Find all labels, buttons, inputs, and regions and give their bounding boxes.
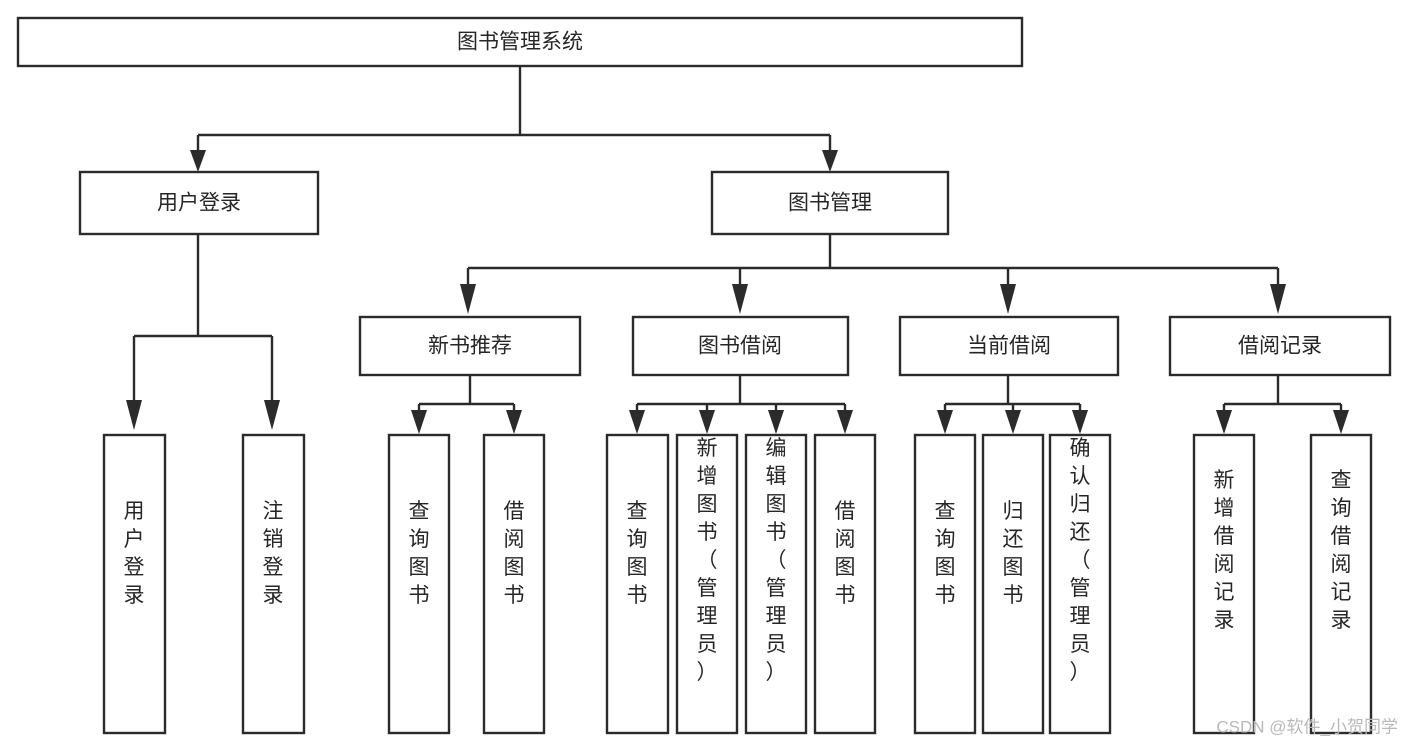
node-box-shape bbox=[675, 433, 739, 735]
node-box-shape bbox=[16, 16, 1024, 68]
node-current-borrow[interactable]: 当前借阅 bbox=[898, 315, 1120, 377]
node-leaf-query-book-rec[interactable]: 查询图书 bbox=[387, 433, 451, 735]
node-book-borrow[interactable]: 图书借阅 bbox=[631, 315, 850, 377]
node-box-shape bbox=[631, 315, 850, 377]
node-box-shape bbox=[482, 433, 546, 735]
arrow-head-icon bbox=[1333, 410, 1349, 434]
node-box-shape bbox=[78, 170, 320, 236]
node-box-shape bbox=[1048, 433, 1112, 735]
node-leaf-query-book-current[interactable]: 查询图书 bbox=[913, 433, 977, 735]
arrow-head-icon bbox=[768, 410, 784, 434]
node-label: 借阅记录 bbox=[1238, 335, 1322, 358]
arrow-head-icon bbox=[190, 150, 206, 172]
node-label: 编辑图书（管理员） bbox=[766, 437, 787, 684]
node-root-book-management-system[interactable]: 图书管理系统 bbox=[16, 16, 1024, 68]
node-box-shape bbox=[813, 433, 877, 735]
node-label: 借阅图书 bbox=[504, 500, 525, 607]
connector-borrowrecord-to-leaves bbox=[1216, 376, 1349, 434]
node-box-shape bbox=[102, 433, 167, 735]
node-book-management[interactable]: 图书管理 bbox=[710, 170, 950, 236]
node-leaf-confirm-return-admin[interactable]: 确认归还（管理员） bbox=[1048, 433, 1112, 735]
connector-root-to-level1 bbox=[190, 66, 838, 172]
arrow-head-icon bbox=[1000, 284, 1016, 314]
node-label: 注销登录 bbox=[263, 500, 284, 607]
node-box-shape bbox=[1168, 315, 1392, 377]
arrow-head-icon bbox=[126, 400, 142, 430]
node-leaf-edit-book-admin[interactable]: 编辑图书（管理员） bbox=[744, 433, 808, 735]
node-label: 查询借阅记录 bbox=[1331, 469, 1352, 632]
arrow-head-icon bbox=[264, 400, 280, 430]
node-box-shape bbox=[358, 315, 582, 377]
node-label: 当前借阅 bbox=[967, 335, 1051, 358]
node-leaf-user-login[interactable]: 用户登录 bbox=[102, 433, 167, 735]
node-box-shape bbox=[744, 433, 808, 735]
node-leaf-return-book[interactable]: 归还图书 bbox=[981, 433, 1045, 735]
arrow-head-icon bbox=[699, 410, 715, 434]
node-box-shape bbox=[1192, 433, 1256, 735]
node-leaf-query-book-borrow[interactable]: 查询图书 bbox=[605, 433, 670, 735]
arrow-head-icon bbox=[411, 410, 427, 434]
node-label: 借阅图书 bbox=[835, 500, 856, 607]
node-label: 查询图书 bbox=[935, 500, 956, 607]
node-label: 图书借阅 bbox=[698, 335, 782, 358]
node-box-shape bbox=[241, 433, 306, 735]
arrow-head-icon bbox=[1072, 410, 1088, 434]
node-label: 归还图书 bbox=[1003, 500, 1024, 607]
node-label: 图书管理系统 bbox=[457, 31, 583, 54]
node-leaf-add-book-admin[interactable]: 新增图书（管理员） bbox=[675, 433, 739, 735]
node-label: 确认归还（管理员） bbox=[1070, 437, 1091, 684]
node-label: 查询图书 bbox=[409, 500, 430, 607]
connector-bookmanage-to-level2 bbox=[460, 235, 1286, 314]
node-label: 用户登录 bbox=[157, 192, 241, 215]
arrow-head-icon bbox=[1270, 284, 1286, 314]
node-box-shape bbox=[981, 433, 1045, 735]
arrow-head-icon bbox=[732, 284, 748, 314]
node-label: 新增借阅记录 bbox=[1214, 469, 1235, 632]
arrow-head-icon bbox=[460, 284, 476, 314]
node-borrow-record[interactable]: 借阅记录 bbox=[1168, 315, 1392, 377]
connector-bookborrow-to-leaves bbox=[629, 376, 853, 434]
node-leaf-add-borrow-record[interactable]: 新增借阅记录 bbox=[1192, 433, 1256, 735]
connector-userlogin-to-leaves bbox=[126, 235, 280, 430]
node-leaf-query-borrow-record[interactable]: 查询借阅记录 bbox=[1309, 433, 1373, 735]
arrow-head-icon bbox=[937, 410, 953, 434]
node-label: 新增图书（管理员） bbox=[697, 437, 718, 684]
arrow-head-icon bbox=[629, 410, 645, 434]
arrow-head-icon bbox=[1005, 410, 1021, 434]
node-leaf-logout[interactable]: 注销登录 bbox=[241, 433, 306, 735]
arrow-head-icon bbox=[837, 410, 853, 434]
node-box-shape bbox=[898, 315, 1120, 377]
node-label: 新书推荐 bbox=[428, 335, 512, 358]
node-label: 用户登录 bbox=[124, 500, 145, 607]
node-new-book-recommend[interactable]: 新书推荐 bbox=[358, 315, 582, 377]
node-box-shape bbox=[605, 433, 670, 735]
node-label: 图书管理 bbox=[788, 192, 872, 215]
arrow-head-icon bbox=[822, 150, 838, 172]
watermark-label: CSDN @软件_小贺同学 bbox=[1216, 717, 1398, 736]
node-leaf-borrow-book-borrow[interactable]: 借阅图书 bbox=[813, 433, 877, 735]
node-box-shape bbox=[1309, 433, 1373, 735]
node-box-shape bbox=[387, 433, 451, 735]
node-box-shape bbox=[913, 433, 977, 735]
connector-newbookrec-to-leaves bbox=[411, 376, 522, 434]
arrow-head-icon bbox=[1216, 410, 1232, 434]
connector-currentborrow-to-leaves bbox=[937, 376, 1088, 434]
node-leaf-borrow-book-rec[interactable]: 借阅图书 bbox=[482, 433, 546, 735]
node-box-shape bbox=[710, 170, 950, 236]
node-label: 查询图书 bbox=[627, 500, 648, 607]
arrow-head-icon bbox=[506, 410, 522, 434]
node-user-login[interactable]: 用户登录 bbox=[78, 170, 320, 236]
